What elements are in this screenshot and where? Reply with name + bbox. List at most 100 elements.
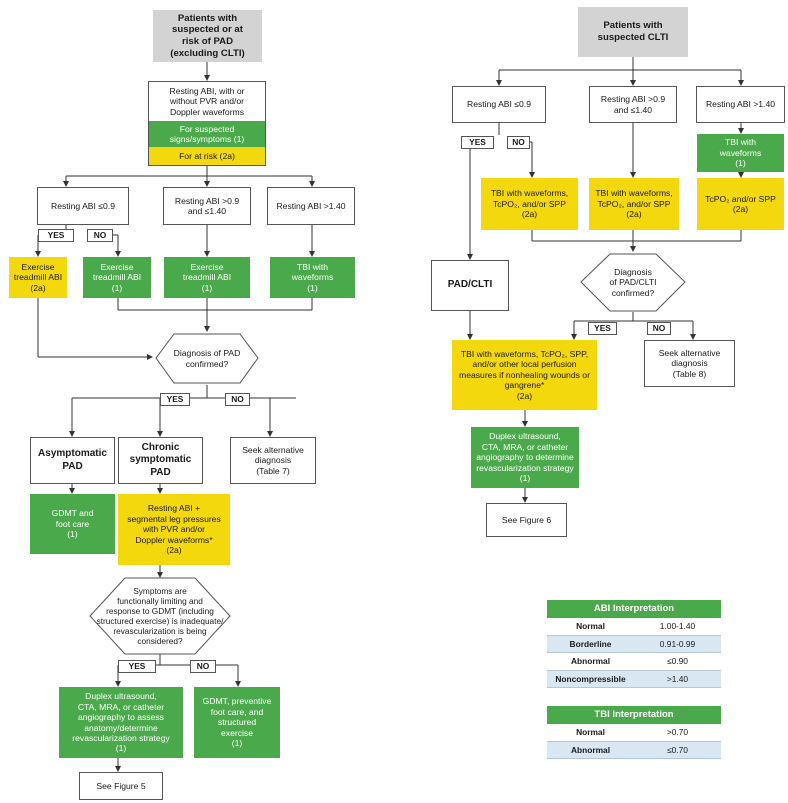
right-seek-alt-text: Seek alternative diagnosis (Table 8): [658, 347, 721, 379]
tbi-table-title: TBI Interpretation: [547, 706, 721, 724]
table-row: Noncompressible >1.40: [547, 670, 721, 688]
left-yes-label-3: YES: [118, 660, 156, 673]
left-abi-mid-text: Resting ABI >0.9 and ≤1.40: [174, 195, 240, 216]
right-abi-mid-text: Resting ABI >0.9 and ≤1.40: [600, 94, 666, 115]
left-no-label-3: NO: [190, 660, 216, 673]
right-pad-clti-box: PAD/CLTI: [431, 260, 509, 311]
right-see-fig6-box: See Figure 6: [486, 503, 567, 537]
right-duplex-text: Duplex ultrasound, CTA, MRA, or catheter…: [476, 431, 574, 484]
table-cell-label: Noncompressible: [555, 673, 626, 684]
left-abi-low-box: Resting ABI ≤0.9: [37, 187, 129, 225]
table-cell-label: Abnormal: [570, 744, 611, 755]
left-tbi-waveforms-text: TBI with waveforms (1): [291, 261, 334, 293]
right-diag-question-text: Diagnosis of PAD/CLTI confirmed?: [609, 266, 657, 298]
right-see-fig6-text: See Figure 6: [501, 514, 552, 525]
left-chronic-box: Chronic symptomatic PAD: [118, 437, 203, 484]
left-gdmt-foot-box: GDMT and foot care (1): [30, 494, 115, 554]
diag-clti-hexagon: [580, 253, 686, 312]
right-seek-alt-box: Seek alternative diagnosis (Table 8): [644, 340, 735, 387]
table-cell-value: 0.91-0.99: [659, 638, 696, 649]
left-segmental-box: Resting ABI + segmental leg pressures wi…: [118, 494, 230, 565]
right-tbi-waveforms-box: TBI with waveforms (1): [697, 134, 784, 172]
left-tbi-waveforms-box: TBI with waveforms (1): [270, 257, 355, 298]
right-tcpo2-spp-text: TcPO₂ and/or SPP (2a): [705, 193, 776, 214]
table-cell-value: ≤0.90: [667, 656, 688, 666]
abi-interpretation-table: ABI Interpretation Normal 1.00-1.40 Borde…: [547, 600, 721, 688]
table-cell-value: >1.40: [666, 673, 689, 684]
table-cell-label: Borderline: [569, 638, 612, 649]
left-diag-confirmed-text: Diagnosis of PAD confirmed?: [173, 348, 241, 369]
left-yes-label-2: YES: [160, 393, 190, 406]
right-tbi-tcpo2-b-text: TBI with waveforms, TcPO₂, and/or SPP (2…: [595, 188, 673, 220]
right-no-label: NO: [507, 136, 530, 149]
table-row: Abnormal ≤0.70: [547, 741, 721, 759]
right-tbi-tcpo2-a-text: TBI with waveforms, TcPO₂, and/or SPP (2…: [490, 188, 569, 220]
table-cell-value: 1.00-1.40: [659, 621, 696, 631]
right-tcpo2-spp-box: TcPO₂ and/or SPP (2a): [697, 178, 784, 230]
table-row: Borderline 0.91-0.99: [547, 635, 721, 653]
left-duplex-box: Duplex ultrasound, CTA, MRA, or catheter…: [59, 687, 183, 758]
left-gdmt-prev-text: GDMT, preventive foot care, and structur…: [202, 696, 272, 749]
right-abi-low-text: Resting ABI ≤0.9: [467, 99, 531, 110]
left-suspected-text: For suspected signs/symptoms (1): [169, 123, 245, 144]
table-row: Normal >0.70: [547, 724, 721, 742]
left-abi-mid-box: Resting ABI >0.9 and ≤1.40: [163, 187, 251, 225]
right-abi-high-box: Resting ABI >1.40: [696, 86, 785, 123]
diag-pad-diamond: [155, 333, 259, 384]
left-resting-abi-box: Resting ABI, with or without PVR and/or …: [148, 81, 266, 166]
right-duplex-box: Duplex ultrasound, CTA, MRA, or catheter…: [471, 427, 579, 488]
right-yes-label: YES: [461, 136, 494, 149]
left-resting-abi-text: Resting ABI, with or without PVR and/or …: [169, 85, 245, 117]
right-abi-low-box: Resting ABI ≤0.9: [452, 86, 546, 123]
left-gdmt-foot-text: GDMT and foot care (1): [51, 508, 94, 540]
left-ex-treadmill-1a-text: Exercise treadmill ABI (1): [92, 261, 142, 293]
left-ex-treadmill-1b-box: Exercise treadmill ABI (1): [164, 257, 250, 298]
right-no-label-2: NO: [647, 322, 671, 335]
right-perfusion-box: TBI with waveforms, TcPO₂, SPP, and/or o…: [452, 340, 597, 410]
left-ex-treadmill-2a-text: Exercise treadmill ABI (2a): [13, 261, 63, 293]
left-asymptomatic-box: Asymptomatic PAD: [30, 437, 115, 484]
right-perfusion-text: TBI with waveforms, TcPO₂, SPP, and/or o…: [459, 348, 590, 401]
right-yes-label-2: YES: [588, 322, 617, 335]
left-abi-high-box: Resting ABI >1.40: [267, 187, 355, 225]
abi-table-title: ABI Interpretation: [547, 600, 721, 618]
symptoms-hexagon: [89, 577, 231, 655]
left-chronic-text: Chronic symptomatic PAD: [129, 442, 192, 478]
right-tbi-tcpo2-b-box: TBI with waveforms, TcPO₂, and/or SPP (2…: [589, 178, 679, 230]
table-cell-label: Abnormal: [570, 656, 611, 666]
right-start-box: Patients with suspected CLTI: [578, 7, 688, 57]
left-seek-alt-box: Seek alternative diagnosis (Table 7): [230, 437, 316, 484]
table-cell-label: Normal: [576, 621, 605, 631]
table-row: Abnormal ≤0.90: [547, 653, 721, 671]
left-ex-treadmill-1b-text: Exercise treadmill ABI (1): [182, 261, 232, 293]
right-pad-clti-text: PAD/CLTI: [447, 279, 493, 291]
right-abi-mid-box: Resting ABI >0.9 and ≤1.40: [589, 86, 677, 123]
left-ex-treadmill-1a-box: Exercise treadmill ABI (1): [83, 257, 151, 298]
table-cell-label: Normal: [576, 727, 605, 737]
left-see-fig5-text: See Figure 5: [96, 780, 146, 791]
left-yes-label: YES: [38, 229, 74, 242]
right-tbi-tcpo2-a-box: TBI with waveforms, TcPO₂, and/or SPP (2…: [481, 178, 578, 230]
left-see-fig5-box: See Figure 5: [79, 772, 163, 800]
left-abi-low-text: Resting ABI ≤0.9: [51, 200, 115, 211]
right-start-text: Patients with suspected CLTI: [597, 20, 669, 43]
left-gdmt-prev-box: GDMT, preventive foot care, and structur…: [194, 687, 280, 758]
table-row: Normal 1.00-1.40: [547, 618, 721, 636]
left-asymptomatic-text: Asymptomatic PAD: [38, 448, 107, 472]
left-start-box: Patients with suspected or at risk of PA…: [153, 10, 262, 62]
left-at-risk-text: For at risk (2a): [179, 150, 235, 161]
table-cell-value: ≤0.70: [667, 744, 688, 755]
left-duplex-text: Duplex ultrasound, CTA, MRA, or catheter…: [72, 691, 170, 754]
left-ex-treadmill-2a-box: Exercise treadmill ABI (2a): [9, 257, 67, 298]
left-no-label: NO: [87, 229, 113, 242]
tbi-interpretation-table: TBI Interpretation Normal >0.70 Abnormal ≤…: [547, 706, 721, 759]
left-no-label-2: NO: [225, 393, 250, 406]
right-abi-high-text: Resting ABI >1.40: [705, 99, 776, 110]
left-symptoms-question-text: Symptoms are functionally limiting and r…: [96, 585, 224, 647]
right-tbi-waveforms-text: TBI with waveforms (1): [719, 137, 762, 169]
left-seek-alt-text: Seek alternative diagnosis (Table 7): [242, 444, 304, 476]
left-start-text: Patients with suspected or at risk of PA…: [170, 12, 245, 59]
left-segmental-text: Resting ABI + segmental leg pressures wi…: [127, 503, 221, 556]
table-cell-value: >0.70: [666, 727, 689, 737]
